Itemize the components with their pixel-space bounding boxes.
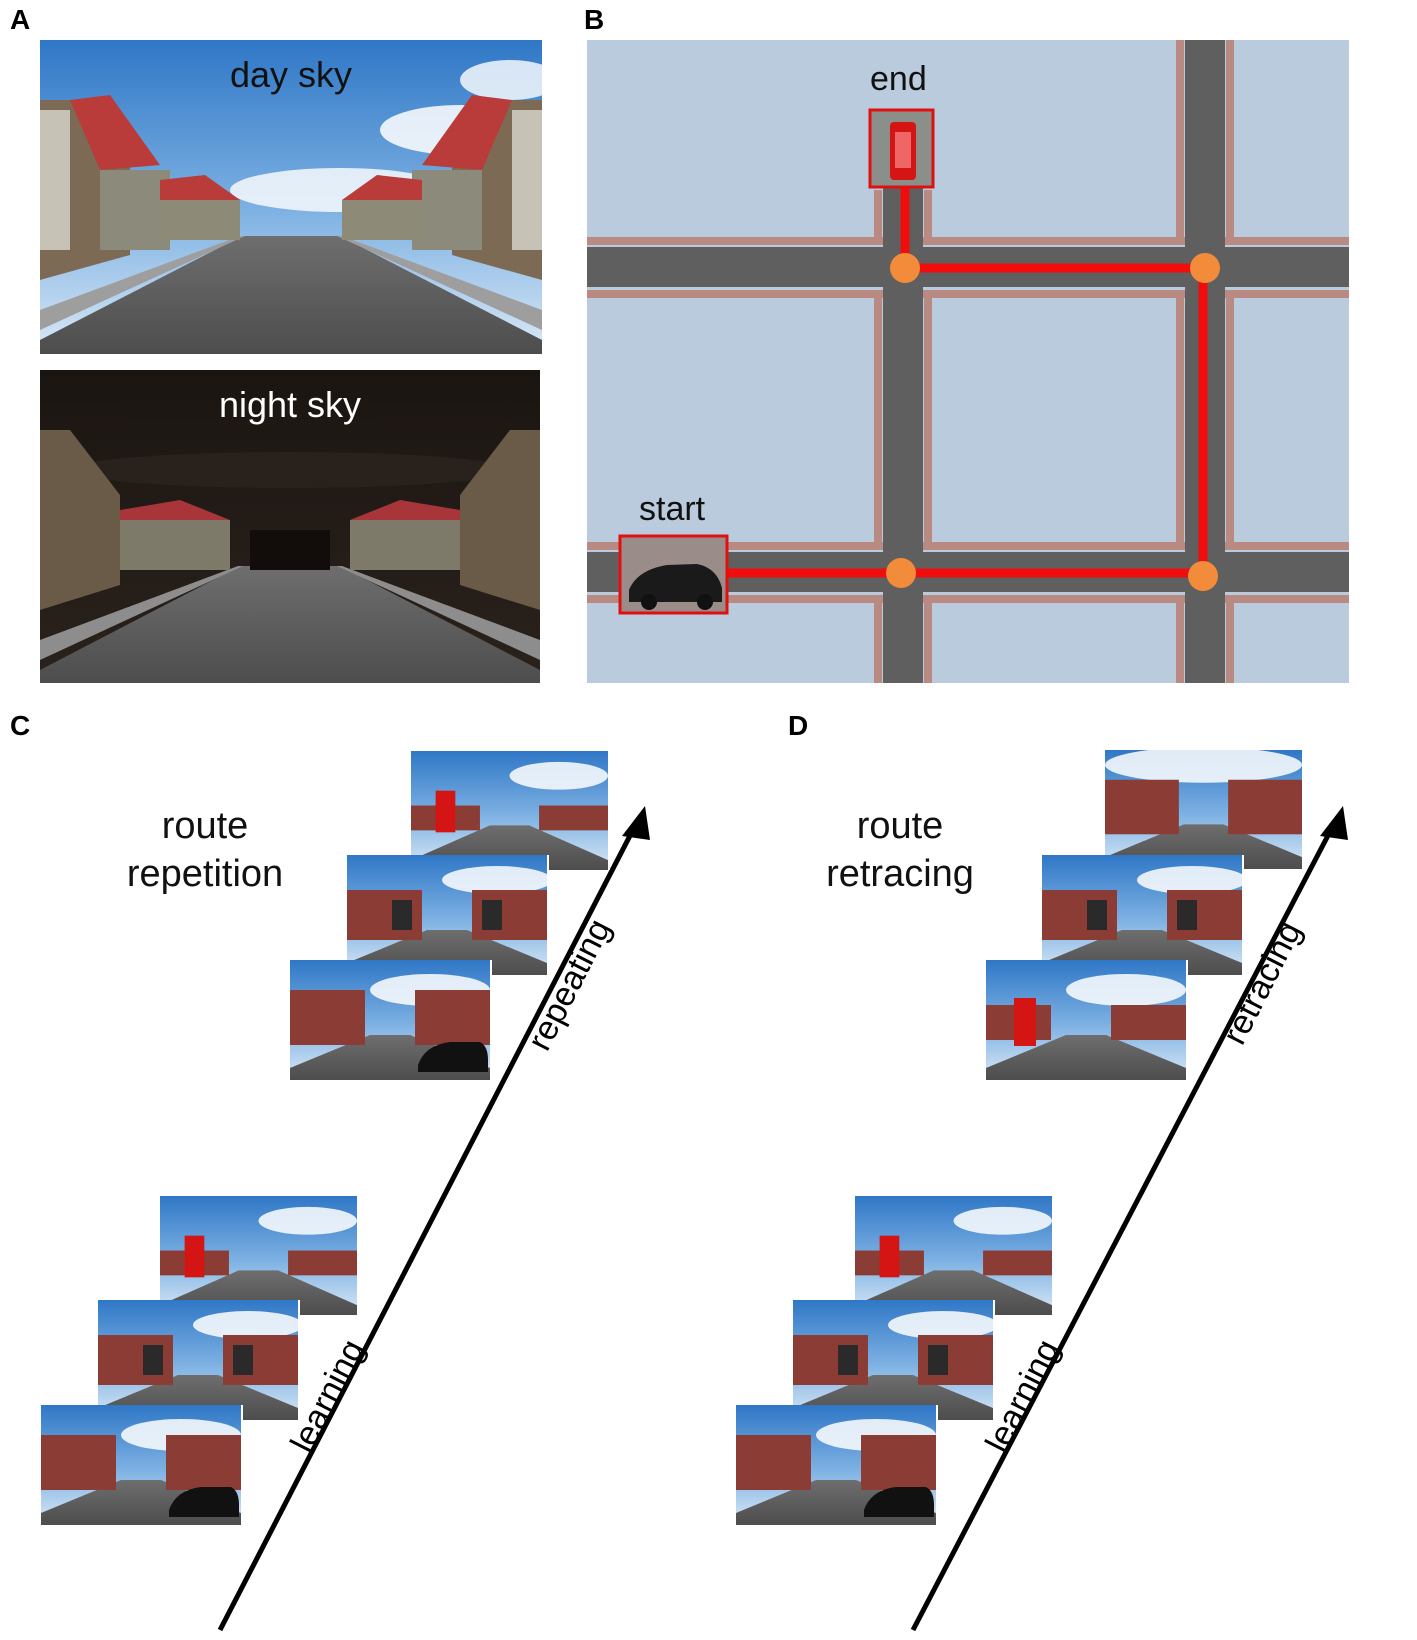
route-retracing-heading: route retracing — [795, 802, 1005, 898]
view-frame-middle — [347, 855, 549, 975]
view-frame-end-booth — [986, 960, 1188, 1080]
view-frame-middle — [1042, 855, 1244, 975]
panel-letter-c: C — [10, 710, 31, 741]
end-label: end — [870, 60, 927, 98]
phone-booth-icon — [184, 1235, 205, 1278]
phone-booth-icon — [435, 790, 456, 833]
day-sky-scene: day sky — [40, 40, 542, 354]
route-map: end start — [587, 40, 1349, 683]
car-icon — [864, 1487, 934, 1517]
panel-letter-b: B — [584, 4, 605, 35]
waypoint-marker — [1190, 253, 1220, 283]
car-icon — [418, 1042, 488, 1072]
view-frame-middle — [98, 1300, 300, 1420]
panel-letter-a: A — [10, 4, 31, 35]
arrow-head-icon — [622, 806, 650, 840]
heading-line-2: retracing — [826, 853, 974, 895]
waypoint-marker — [890, 253, 920, 283]
phone-booth-icon — [868, 108, 935, 189]
panel-letter-d: D — [788, 710, 809, 741]
view-frame-start-car — [290, 960, 492, 1080]
view-frame-distant — [1105, 750, 1304, 869]
phone-booth-icon — [879, 1235, 900, 1278]
waypoint-marker — [1188, 561, 1218, 591]
view-frame-start-car — [736, 1405, 938, 1525]
car-icon — [169, 1487, 239, 1517]
arrow-head-icon — [1320, 806, 1348, 840]
heading-line-1: route — [161, 805, 249, 847]
route-repetition-heading: route repetition — [100, 802, 310, 898]
day-sky-caption: day sky — [229, 54, 353, 95]
heading-line-1: route — [856, 805, 944, 847]
phone-booth-icon — [1014, 998, 1036, 1046]
waypoint-marker — [886, 558, 916, 588]
view-frame-middle — [793, 1300, 995, 1420]
night-sky-scene: night sky — [40, 370, 540, 683]
start-label: start — [639, 490, 706, 528]
car-icon — [618, 534, 729, 615]
view-frame-end-booth — [160, 1196, 359, 1315]
view-frame-end-booth — [411, 751, 610, 870]
night-sky-caption: night sky — [218, 384, 362, 425]
view-frame-end-booth — [855, 1196, 1054, 1315]
view-frame-start-car — [41, 1405, 243, 1525]
heading-line-2: repetition — [126, 853, 284, 895]
